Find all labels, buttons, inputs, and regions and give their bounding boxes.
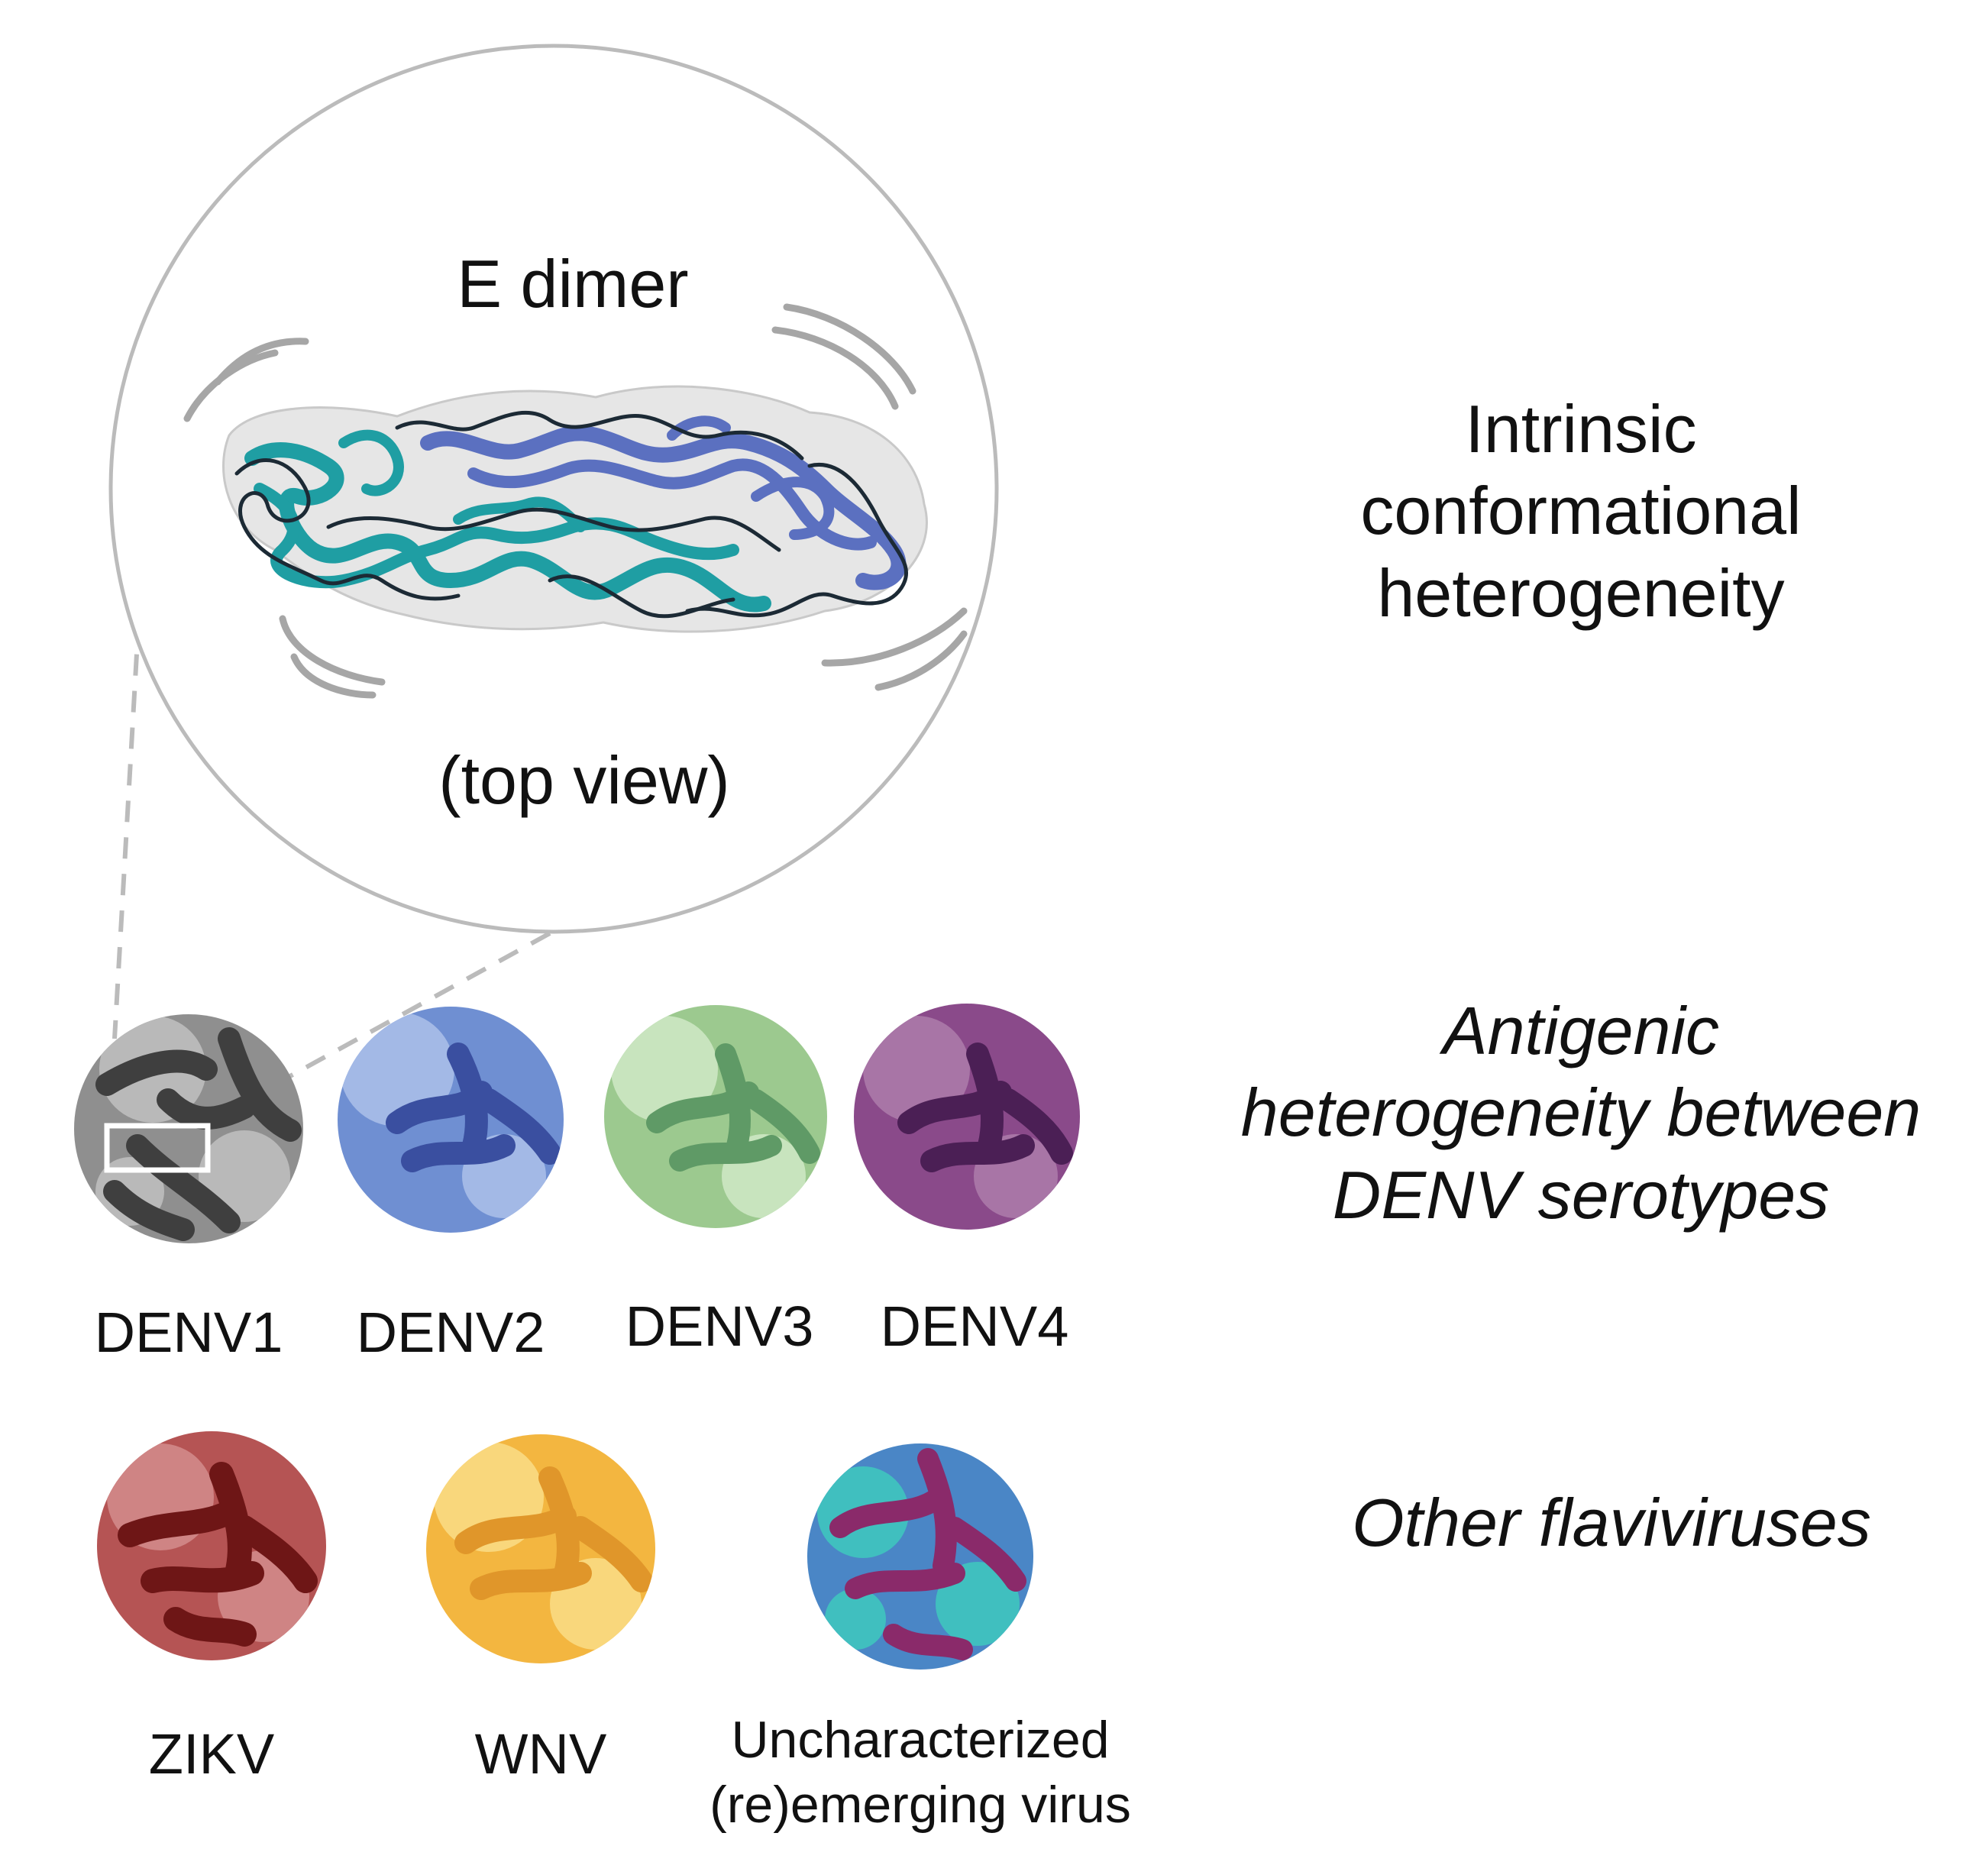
particle-patch: [825, 1589, 886, 1650]
antigenic-line-2: heterogeneity between: [1240, 1075, 1922, 1151]
virus-particle-denv2: [338, 1007, 564, 1233]
e-dimer-title: E dimer: [457, 246, 689, 322]
particle-strand: [897, 1043, 1073, 1172]
protein-chain-b: [420, 415, 907, 590]
particle-strand: [95, 1027, 302, 1241]
protein-backbone: [234, 410, 908, 619]
uncharacterized-line-2: (re)emerging virus: [710, 1776, 1131, 1834]
motion-arc: [290, 653, 377, 699]
particle-strand: [454, 1466, 653, 1600]
particle-patch: [199, 1130, 290, 1222]
virus-particle-uncharacterized: [807, 1443, 1033, 1670]
motion-arcs: [183, 303, 968, 699]
denv3-label: DENV3: [625, 1295, 814, 1358]
particle-strand: [829, 1448, 1026, 1660]
other-flaviviruses-label: Other flaviviruses: [1352, 1485, 1871, 1560]
particle-patch: [611, 1016, 718, 1123]
particle-strand: [386, 1043, 561, 1172]
top-view-caption: (top view): [438, 742, 730, 818]
motion-arc: [821, 607, 968, 667]
motion-arc: [783, 303, 916, 395]
uncharacterized-virus-label: Uncharacterized (re)emerging virus: [672, 1708, 1169, 1838]
motion-arc: [279, 615, 386, 686]
intrinsic-heterogeneity-label: Intrinsic conformational heterogeneity: [1329, 388, 1833, 634]
intrinsic-line-3: heterogeneity: [1377, 554, 1785, 631]
antigenic-heterogeneity-label: Antigenic heterogeneity between DENV ser…: [1191, 990, 1970, 1236]
wnv-label: WNV: [474, 1722, 607, 1786]
virus-particle-zikv: [97, 1431, 326, 1660]
antigenic-line-3: DENV serotypes: [1332, 1156, 1830, 1233]
motion-arc: [214, 338, 309, 386]
virus-particle-wnv: [426, 1434, 655, 1663]
particle-patch: [863, 1016, 970, 1123]
motion-arc: [874, 630, 968, 691]
denv1-label: DENV1: [94, 1301, 283, 1364]
zoom-region-box: [104, 1123, 211, 1173]
uncharacterized-line-1: Uncharacterized: [731, 1711, 1110, 1769]
intrinsic-line-2: conformational: [1360, 473, 1802, 549]
virus-particle-denv3: [604, 1005, 827, 1228]
zoom-guide-line: [287, 931, 551, 1079]
zikv-label: ZIKV: [148, 1722, 275, 1786]
antigenic-line-1: Antigenic: [1442, 993, 1719, 1068]
virus-particle-denv4: [854, 1004, 1080, 1230]
particle-strand: [646, 1043, 820, 1172]
motion-arc: [771, 326, 899, 410]
intrinsic-line-1: Intrinsic: [1465, 391, 1697, 467]
e-dimer-structure: [222, 385, 928, 633]
particle-strand: [118, 1462, 318, 1647]
denv4-label: DENV4: [880, 1295, 1069, 1358]
denv2-label: DENV2: [356, 1301, 545, 1364]
virus-particle-denv1: [74, 1014, 303, 1243]
